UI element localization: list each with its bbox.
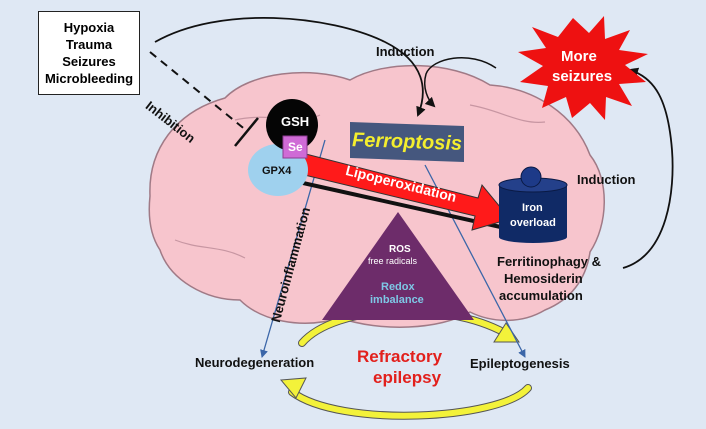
ferritinophagy-line3: accumulation [499,288,583,303]
se-label: Se [288,140,303,154]
brain-fold-3 [174,239,246,259]
neurodegeneration-label: Neurodegeneration [195,355,315,370]
ferroptosis-label: Ferroptosis [351,128,463,155]
iron-cylinder-bottom [499,231,567,243]
epileptogenesis-label: Epileptogenesis [470,356,570,371]
gpx4-label: GPX4 [262,165,292,177]
refractory-label-line1: Refractory [357,347,443,366]
induction-top-label: Induction [376,44,435,59]
inhibition-dashed-line [149,51,248,132]
refractory-label-line2: epilepsy [373,368,442,387]
cause-seizures: Seizures [62,54,116,69]
lipoperoxidation-arrow [291,151,511,231]
redox-label-line1: Redox [381,281,415,293]
cycle-arrow-bottom-head [279,377,307,399]
induction-right-label: Induction [577,172,636,187]
iron-label-line1: Iron [522,202,543,214]
cause-hypoxia: Hypoxia [63,20,115,35]
ros-label-line2: free radicals [368,256,418,266]
ros-label-line1: ROS [389,244,411,255]
causes-box: Hypoxia Trauma Seizures Microbleeding [38,11,140,95]
more-seizures-line1: More [561,48,597,65]
brain-fold-2 [469,104,546,123]
induction-curve [154,17,426,117]
brain-shape [148,64,605,328]
inhibition-bar [234,117,259,147]
lipoperoxidation-shadow-line [284,177,506,230]
ros-triangle [322,212,474,320]
iron-cylinder-body [499,185,567,237]
more-seizures-burst [518,16,648,120]
right-induction-loop [622,67,674,269]
cause-microbleeding: Microbleeding [44,71,134,86]
cause-trauma: Trauma [65,37,113,52]
cycle-arrow-bottom-fill [289,385,531,419]
cycle-arrow-bottom [288,384,532,420]
ferritinophagy-line1: Ferritinophagy & [497,254,602,269]
ferritinophagy-line2: Hemosiderin [504,271,583,286]
ferroptosis-box: Ferroptosis [350,122,464,162]
more-seizures-line2: seizures [552,68,613,85]
seizures-to-induction-arrow [423,56,497,108]
iron-ball [520,166,542,188]
iron-label-line2: overload [510,217,556,229]
se-square [282,135,308,159]
gsh-label: GSH [281,114,310,129]
redox-label-line2: imbalance [370,294,424,306]
